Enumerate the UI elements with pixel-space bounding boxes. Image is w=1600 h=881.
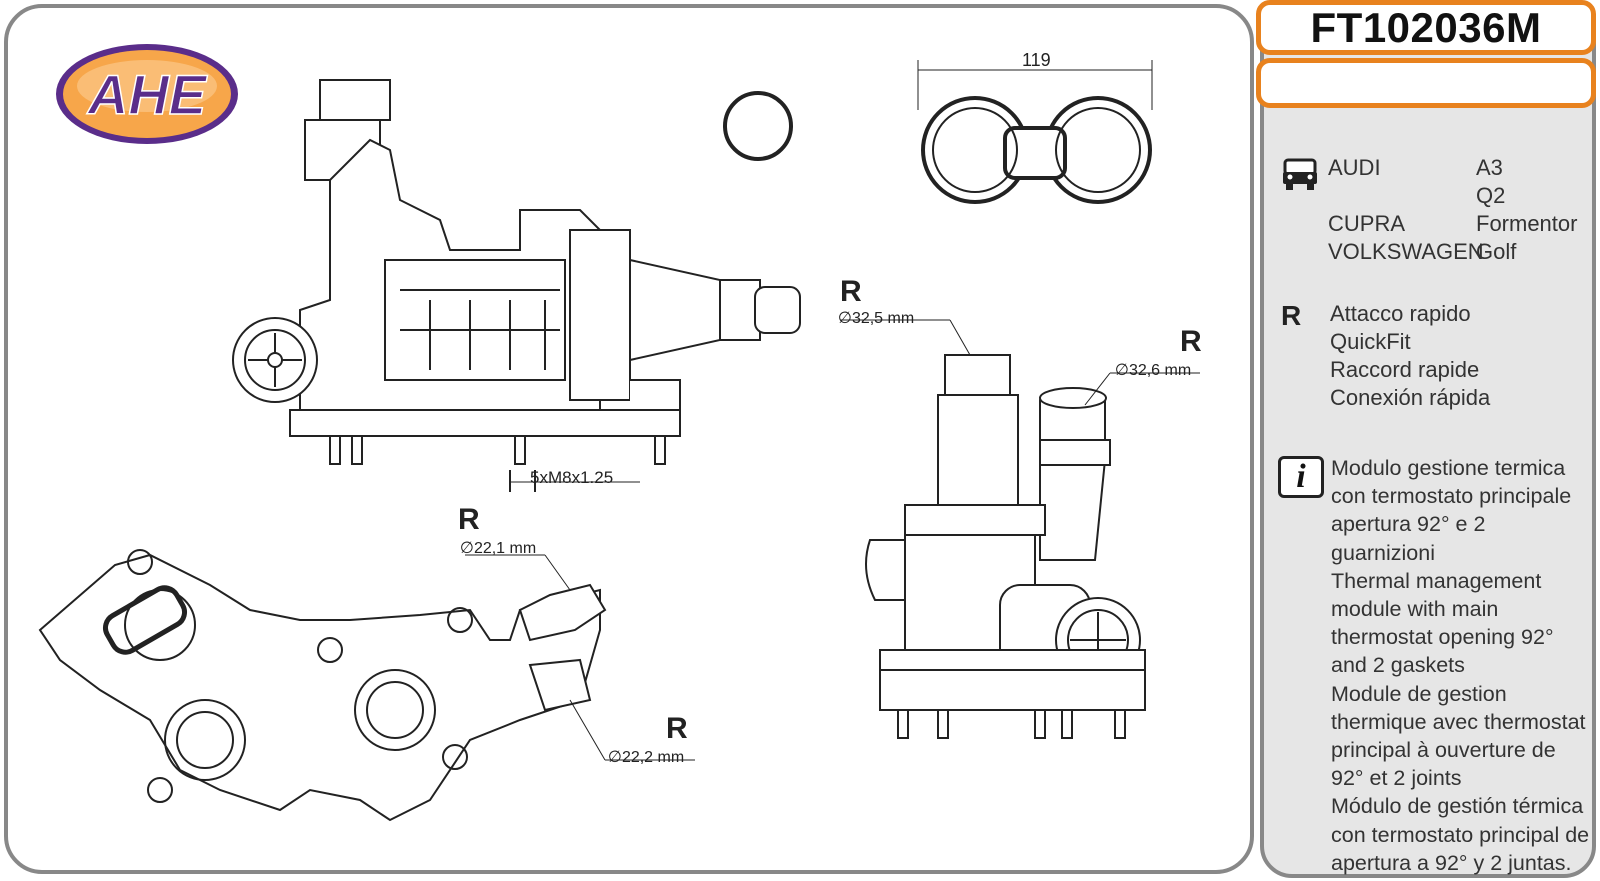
- o-ring: [723, 91, 793, 161]
- part-code: FT102036M: [1310, 3, 1542, 51]
- vehicle-make: CUPRA: [1328, 211, 1406, 236]
- description-line: Module de gestion: [1331, 681, 1507, 706]
- info-icon: i: [1278, 456, 1324, 498]
- reference-box: [1256, 58, 1596, 108]
- gasket-width-label: 119: [1022, 50, 1051, 70]
- vehicle-make: VOLKSWAGEN: [1328, 239, 1484, 264]
- vehicle-make: [1328, 182, 1476, 210]
- description-line: 92° et 2 joints: [1331, 766, 1462, 791]
- quickfit-legend: Attacco rapido QuickFit Raccord rapide C…: [1330, 300, 1490, 412]
- technical-drawing: [38, 60, 1200, 822]
- connector-r-symbol: R: [458, 503, 480, 536]
- module-top-view: [232, 79, 801, 492]
- application-list: AUDI A3 Q2 CUPRA Formentor VOLKSWAGEN Go…: [1328, 154, 1577, 266]
- quickfit-line: Raccord rapide: [1330, 357, 1480, 382]
- description-line: thermostat opening 92°: [1331, 625, 1554, 650]
- connector-diameter-label: ∅32,5 mm: [838, 310, 915, 327]
- description-line: Módulo de gestión térmica: [1331, 794, 1584, 819]
- description-line: principal à ouverture de: [1331, 738, 1556, 763]
- description-line: Thermal management: [1331, 568, 1542, 593]
- description-line: Modulo gestione termica: [1331, 456, 1566, 480]
- car-icon: [1283, 158, 1317, 190]
- description-line: and 2 gaskets: [1331, 653, 1465, 678]
- description-line: apertura a 92° y 2 juntas.: [1331, 850, 1572, 875]
- module-front-view: [840, 319, 1200, 739]
- description-line: con termostato principale: [1331, 484, 1572, 509]
- description-line: thermique avec thermostat: [1331, 709, 1586, 734]
- connector-diameter-label: ∅22,1 mm: [460, 540, 537, 557]
- connector-diameter-label: ∅22,2 mm: [608, 749, 685, 766]
- description-line: module with main: [1331, 597, 1499, 622]
- ahe-logo: AHE: [56, 44, 238, 144]
- vehicle-model: Formentor: [1476, 211, 1578, 236]
- connector-r-symbol: R: [1180, 325, 1202, 358]
- quickfit-line: QuickFit: [1330, 329, 1411, 354]
- application-row: CUPRA Formentor: [1328, 210, 1577, 238]
- vehicle-model: A3: [1476, 155, 1503, 180]
- bolt-spec-label: 5xM8x1.25: [530, 468, 614, 487]
- gasket: [917, 60, 1153, 204]
- description-line: con termostato principal de: [1331, 822, 1590, 847]
- info-panel: [1260, 12, 1596, 878]
- connector-r-symbol: R: [840, 275, 862, 308]
- module-bottom-view: [38, 549, 695, 822]
- svg-text:AHE: AHE: [86, 63, 208, 126]
- vehicle-model: Q2: [1476, 183, 1506, 208]
- application-row: VOLKSWAGEN Golf: [1328, 238, 1577, 266]
- connector-r-symbol: R: [666, 712, 688, 745]
- application-row: AUDI A3: [1328, 154, 1577, 182]
- quickfit-line: Conexión rápida: [1330, 385, 1491, 410]
- vehicle-model: Golf: [1476, 239, 1517, 264]
- product-description: Modulo gestione termica con termostato p…: [1331, 454, 1593, 877]
- quickfit-symbol: R: [1281, 300, 1302, 331]
- quickfit-line: Attacco rapido: [1330, 301, 1471, 326]
- part-code-box: FT102036M: [1256, 0, 1596, 55]
- description-line: apertura 92° e 2 guarnizioni: [1331, 512, 1486, 565]
- vehicle-make: AUDI: [1328, 155, 1381, 180]
- connector-diameter-label: ∅32,6 mm: [1115, 362, 1192, 379]
- application-row: Q2: [1328, 182, 1577, 210]
